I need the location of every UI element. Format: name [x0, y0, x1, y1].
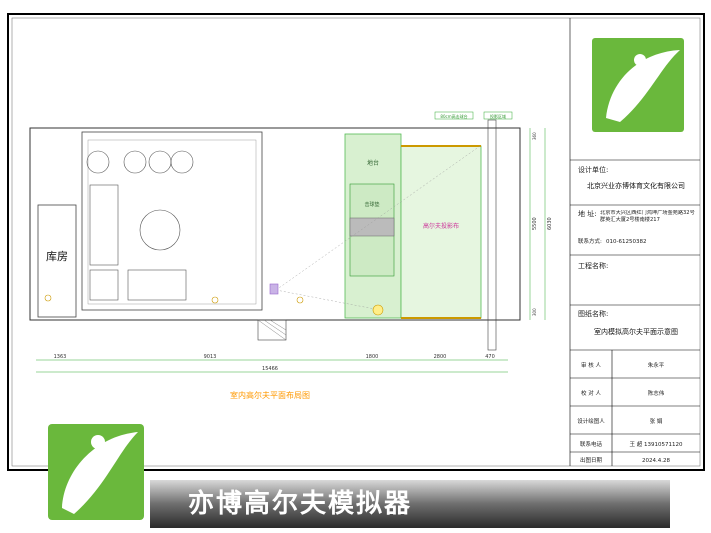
projection-line	[275, 145, 481, 291]
sofa-icon	[89, 184, 119, 266]
lounge-room	[81, 131, 263, 311]
mat-label: 击球垫	[364, 201, 379, 208]
title-block: 设计单位: 北京兴业亦博体育文化有限公司 地 址: 北京市大兴区西红门鸿坤广场金…	[569, 18, 700, 466]
dim-right-2: 6030	[547, 217, 553, 230]
storage-room-label: 库房	[46, 250, 68, 263]
right-column	[487, 119, 497, 351]
dim-5: 470	[485, 354, 495, 360]
tag-top-2: 投影区域	[490, 113, 506, 119]
screen-label: 高尔夫投影布	[423, 222, 459, 230]
hitting-area	[400, 145, 482, 319]
dim-right-3: 360	[532, 132, 537, 140]
projector-icon	[269, 283, 279, 295]
light-icon	[296, 296, 304, 304]
tag-box	[483, 111, 513, 120]
brand-name: 亦博高尔夫模拟器	[188, 488, 412, 519]
design-unit-value: 北京兴业亦博体育文化有限公司	[587, 181, 685, 190]
stair-hatch	[257, 319, 287, 341]
plan-title: 室内高尔夫平面布局图	[230, 390, 310, 400]
row-label: 校 对 人	[581, 389, 601, 397]
drawing-name-label: 图纸名称:	[578, 309, 608, 318]
tee-icon	[372, 304, 384, 316]
chair-icon	[170, 150, 194, 174]
yibo-golf-logo	[48, 424, 144, 520]
row-value: 2024.4.28	[642, 458, 670, 464]
address-value: 北京市大兴区西红门鸿坤广场金苑路32号群英汇大厦2号楼南楼217	[600, 210, 695, 223]
contact-label: 联系方式:	[578, 237, 602, 245]
row-label: 出图日期	[580, 456, 603, 464]
light-icon	[44, 294, 52, 302]
design-unit-label: 设计单位:	[578, 165, 608, 174]
project-label: 工程名称:	[578, 261, 608, 270]
address-label: 地 址:	[578, 209, 597, 218]
banner-strip	[150, 480, 670, 528]
dim-right-4: 300	[532, 308, 537, 316]
storage-room	[37, 204, 77, 318]
dim-3: 1800	[366, 354, 379, 360]
row-label: 审 核 人	[581, 361, 601, 369]
outer-wall	[29, 127, 521, 321]
drawing-name-value: 室内模拟高尔夫平面示意图	[594, 327, 678, 336]
lounge-inner	[87, 139, 257, 305]
sheet-inner-border	[11, 17, 701, 467]
row-label: 设计绘图人	[577, 417, 605, 425]
row-value: 朱永平	[648, 361, 665, 369]
light-icon	[211, 296, 219, 304]
projection-line	[275, 289, 381, 311]
dim-4: 2800	[434, 354, 447, 360]
dim-2: 9013	[204, 354, 217, 360]
chair-icon	[123, 150, 147, 174]
row-value: 王 超 13910571120	[630, 440, 683, 448]
row-value: 张 娟	[650, 417, 663, 425]
chair-icon	[86, 150, 110, 174]
sofa-icon	[89, 269, 119, 301]
dim-total: 15466	[262, 366, 278, 372]
address-wrap: 北京市大兴区西红门鸿坤广场金苑路32号群英汇大厦2号楼南楼217	[600, 210, 695, 223]
floor-plan: 库房 地台 高尔夫投影布 击球垫 80cm高击球台 投影区域 1363	[29, 111, 553, 400]
row-value: 陈志伟	[648, 389, 665, 397]
table-icon	[139, 209, 181, 251]
dim-right-1: 5500	[532, 217, 538, 230]
sofa-icon	[127, 269, 187, 301]
chair-icon	[148, 150, 172, 174]
tag-box	[434, 111, 474, 120]
mat-strip	[349, 217, 395, 237]
tag-top-1: 80cm高击球台	[440, 113, 467, 119]
yibo-golf-logo	[592, 38, 684, 132]
row-label: 联系电话	[580, 440, 603, 448]
sheet-border	[7, 13, 705, 471]
stage-label: 地台	[367, 159, 379, 167]
dim-1: 1363	[54, 354, 67, 360]
contact-value: 010-61250382	[606, 239, 646, 245]
